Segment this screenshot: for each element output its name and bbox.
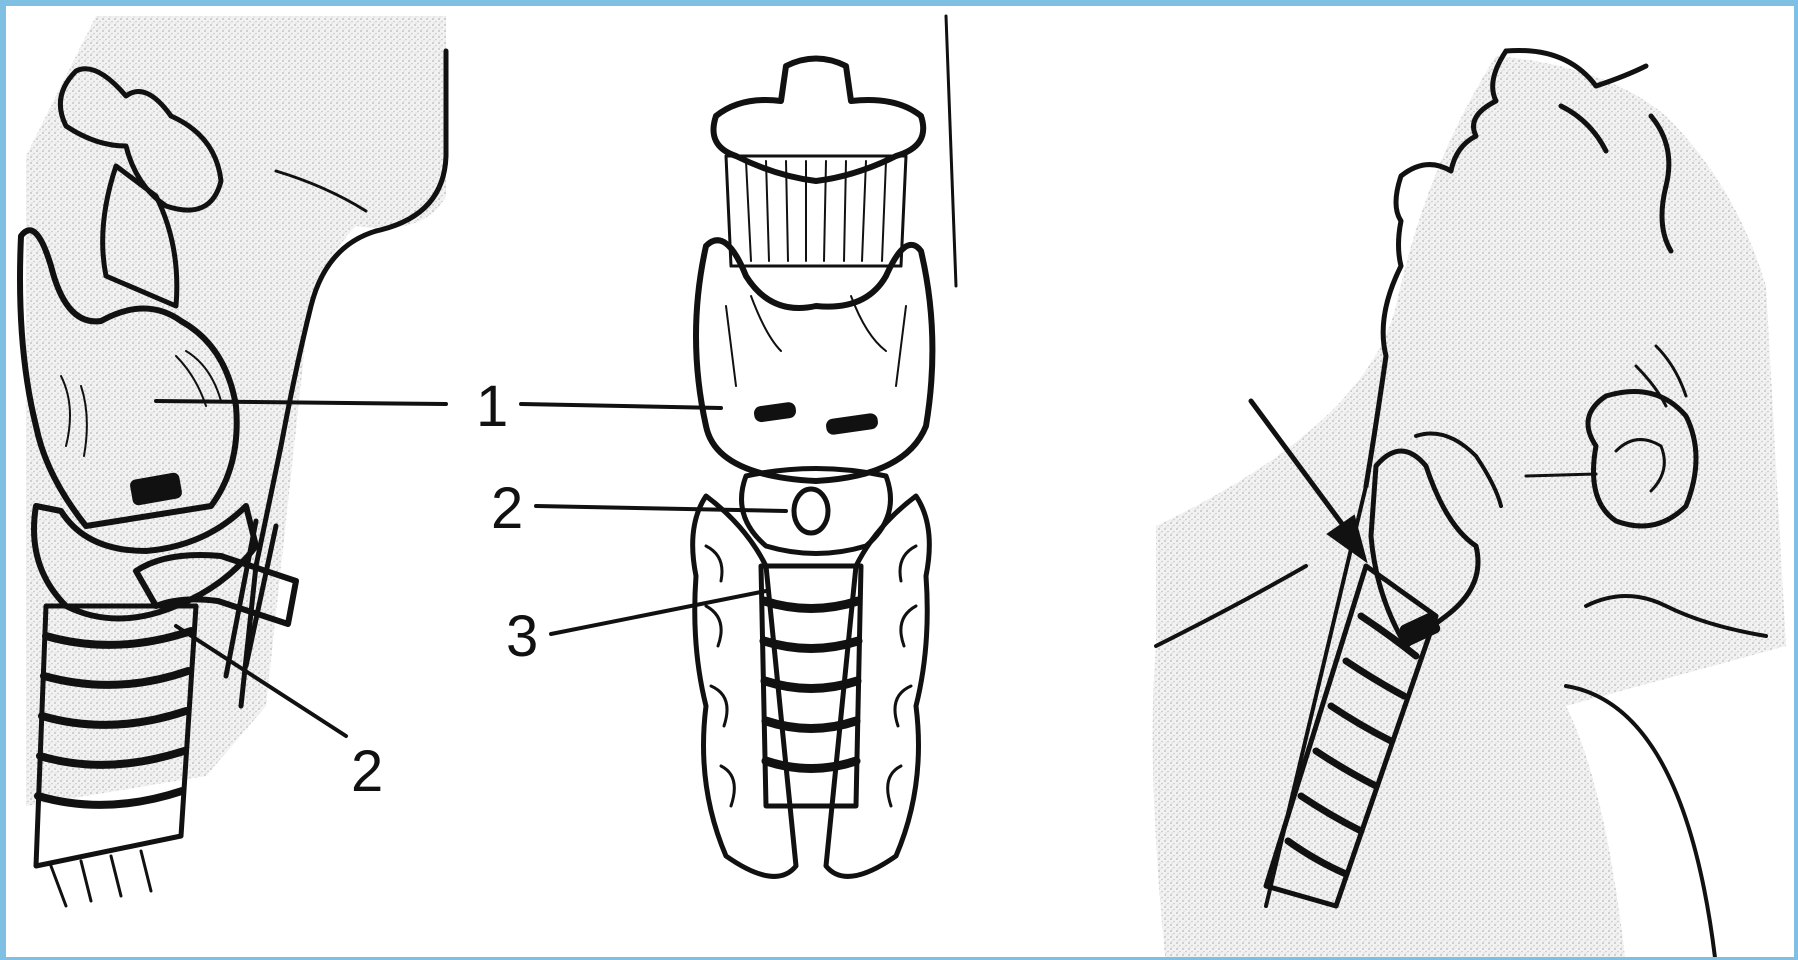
center-hyoid-bone [714, 59, 924, 182]
center-panel-frontal-larynx: 1 2 3 [476, 16, 956, 876]
center-label-3: 3 [506, 604, 538, 669]
right-skin-shading [1153, 56, 1786, 960]
center-label-2: 2 [491, 476, 523, 541]
center-thyrohyoid-membrane [726, 156, 906, 266]
center-incision-mark-right [825, 412, 879, 435]
right-panel-head-neck [1153, 50, 1786, 960]
center-trachea [761, 566, 861, 806]
center-pointer-line-3 [551, 591, 766, 634]
center-incision-mark-left [753, 401, 797, 423]
center-label-1: 1 [476, 374, 508, 439]
center-tube-opening [794, 489, 828, 533]
left-panel-lateral-larynx: 2 [20, 16, 446, 906]
left-label-2: 2 [351, 739, 383, 804]
center-thyroid-cartilage [696, 240, 932, 481]
larynx-tracheostomy-figure: 2 1 2 [6, 6, 1798, 960]
center-divider-arc [946, 16, 956, 286]
center-pointer-line-1 [521, 404, 721, 408]
center-pointer-line-2 [536, 506, 786, 511]
